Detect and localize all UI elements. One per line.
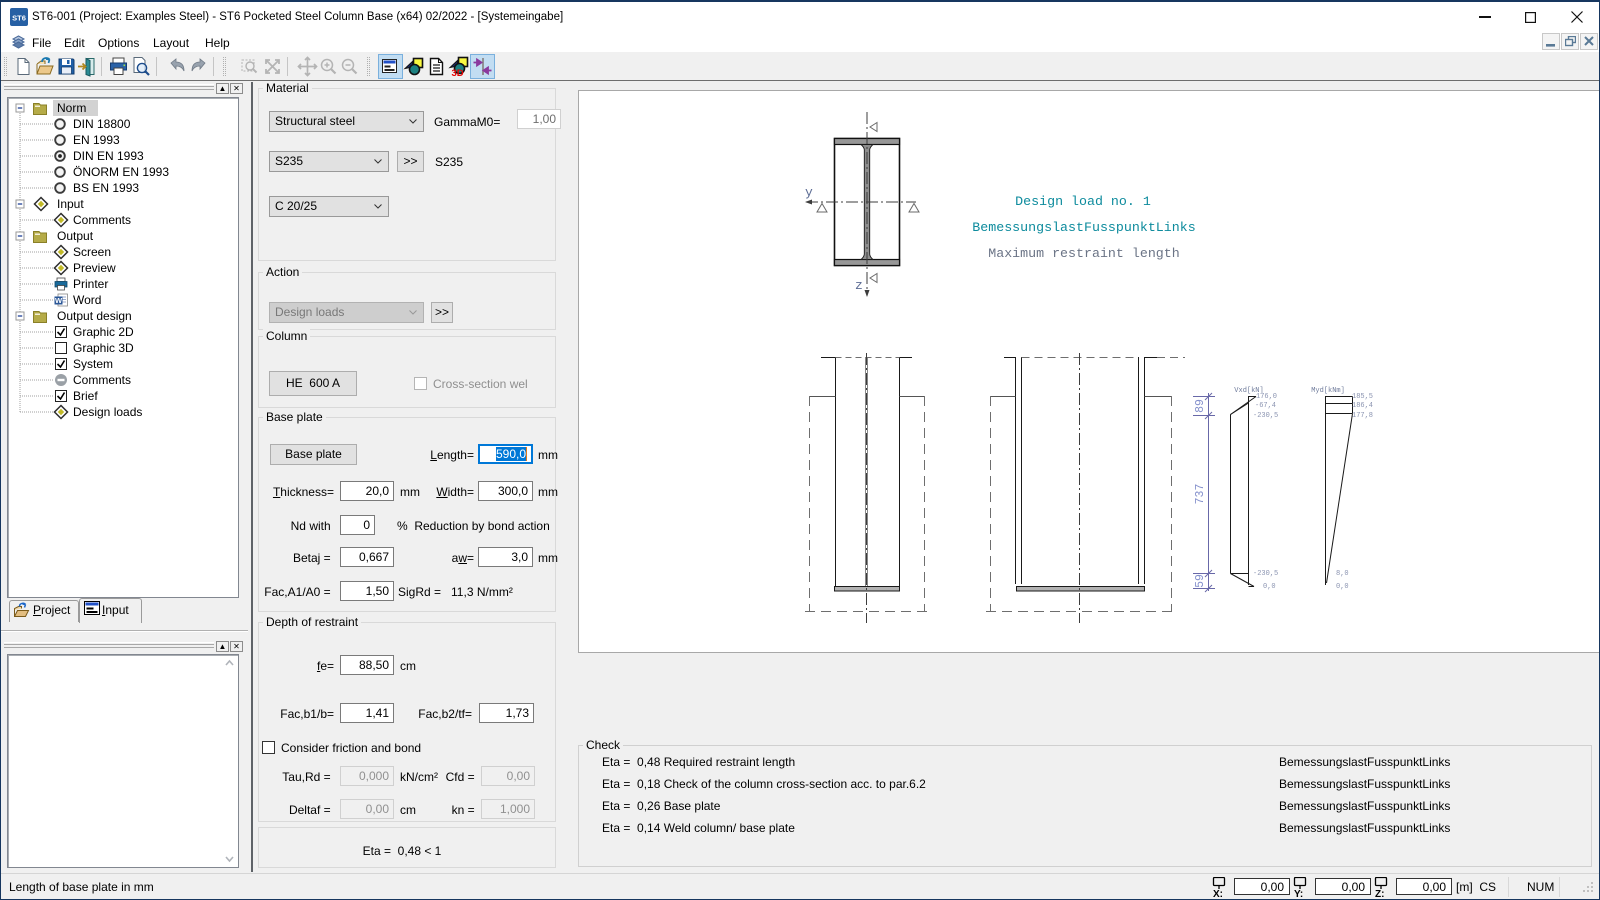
svg-text:Output: Output <box>57 229 94 243</box>
svg-text:Printer: Printer <box>73 277 108 291</box>
svg-text:-67,4: -67,4 <box>1255 402 1276 410</box>
svg-text:3D: 3D <box>452 68 464 78</box>
svg-text:W: W <box>55 296 63 305</box>
svg-text:Comments: Comments <box>73 213 131 227</box>
svg-text:0,0: 0,0 <box>1263 583 1276 591</box>
svg-text:Output design: Output design <box>57 309 132 323</box>
svg-text:System: System <box>73 357 113 371</box>
svg-text:186,4: 186,4 <box>1352 402 1373 410</box>
svg-text:176,0: 176,0 <box>1256 393 1277 401</box>
svg-text:ÖNORM EN 1993: ÖNORM EN 1993 <box>73 165 169 179</box>
svg-text:Preview: Preview <box>73 261 116 275</box>
svg-text:z: z <box>855 278 863 293</box>
svg-text:0,0: 0,0 <box>1336 583 1349 591</box>
svg-text:DIN 18800: DIN 18800 <box>73 117 131 131</box>
svg-text:Graphic 3D: Graphic 3D <box>73 341 134 355</box>
svg-text:59: 59 <box>1194 574 1207 588</box>
svg-text:DIN EN 1993: DIN EN 1993 <box>73 149 144 163</box>
svg-text:-230,5: -230,5 <box>1253 570 1278 578</box>
svg-text:185,5: 185,5 <box>1352 393 1373 401</box>
svg-text:Y:: Y: <box>1294 889 1303 897</box>
svg-text:-230,5: -230,5 <box>1253 412 1278 420</box>
svg-text:Design loads: Design loads <box>73 405 142 419</box>
svg-text:ST6: ST6 <box>12 14 26 23</box>
svg-text:Vxd[kN]: Vxd[kN] <box>1234 387 1263 395</box>
svg-text:Screen: Screen <box>73 245 111 259</box>
svg-text:Z:: Z: <box>1375 889 1384 897</box>
svg-text:BemessungslastFusspunktLinks: BemessungslastFusspunktLinks <box>972 220 1195 235</box>
svg-text:8,0: 8,0 <box>1336 570 1349 578</box>
svg-text:Word: Word <box>73 293 101 307</box>
svg-text:y: y <box>805 185 813 200</box>
svg-text:EN 1993: EN 1993 <box>73 133 120 147</box>
svg-text:Maximum restraint length: Maximum restraint length <box>988 246 1180 261</box>
svg-text:177,8: 177,8 <box>1352 412 1373 420</box>
svg-text:89: 89 <box>1194 399 1207 413</box>
svg-text:Comments: Comments <box>73 373 131 387</box>
svg-text:BS EN 1993: BS EN 1993 <box>73 181 139 195</box>
svg-text:Design load no. 1: Design load no. 1 <box>1015 194 1151 209</box>
svg-text:Input: Input <box>57 197 84 211</box>
svg-text:Myd[kNm]: Myd[kNm] <box>1311 387 1345 395</box>
svg-text:737: 737 <box>1194 484 1207 505</box>
svg-text:Norm: Norm <box>57 101 86 115</box>
svg-text:Brief: Brief <box>73 389 98 403</box>
svg-text:X:: X: <box>1213 889 1223 897</box>
svg-text:Graphic 2D: Graphic 2D <box>73 325 134 339</box>
